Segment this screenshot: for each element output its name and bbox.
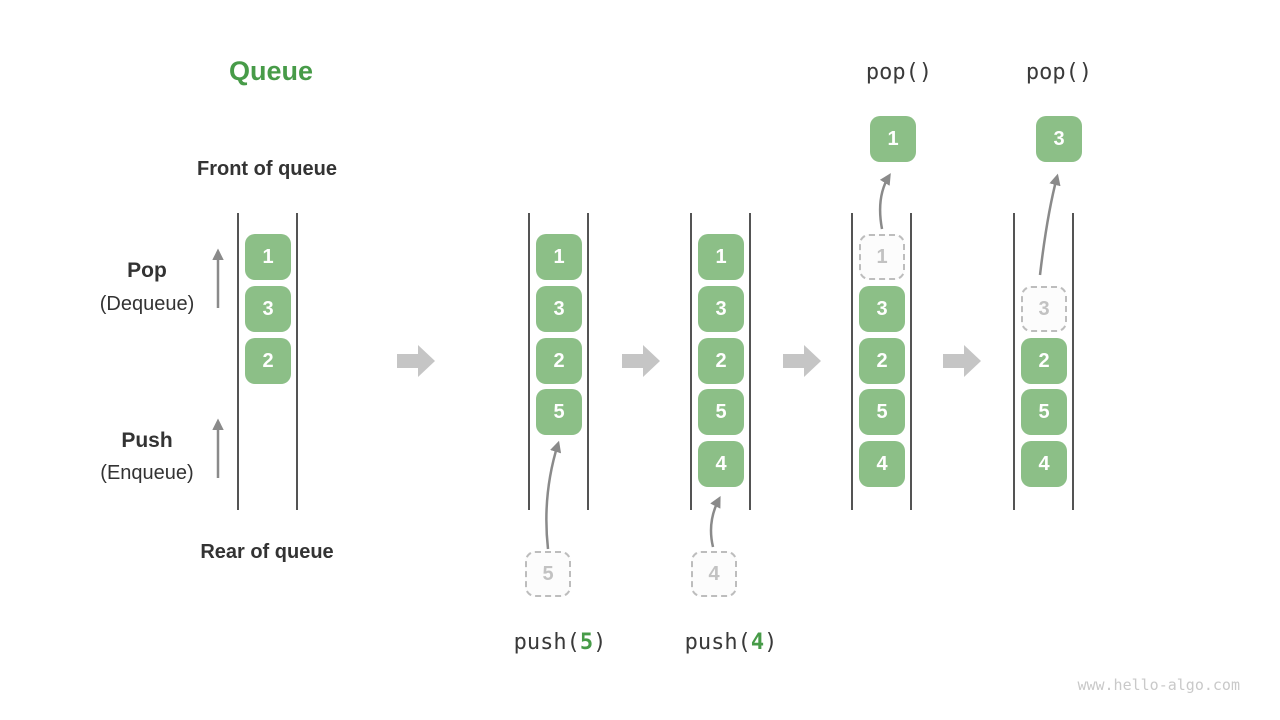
queue-item: 5 xyxy=(698,389,744,435)
op-argument: 5 xyxy=(579,630,594,655)
state-transition-arrow-icon xyxy=(943,345,981,377)
push-4-operation-label: push(4) xyxy=(671,630,791,655)
queue-item: 3 xyxy=(698,286,744,332)
queue-item: 2 xyxy=(698,338,744,384)
queue-item: 2 xyxy=(859,338,905,384)
queue-item: 4 xyxy=(859,441,905,487)
push-label: Push xyxy=(121,429,173,452)
queue-item: 5 xyxy=(536,389,582,435)
state-transition-arrow-icon xyxy=(783,345,821,377)
state-transition-arrow-icon xyxy=(397,345,435,377)
enqueue-label: (Enqueue) xyxy=(100,462,194,484)
queue-column-3: 1 3 2 5 4 xyxy=(690,213,751,510)
pop-operation-label: pop() xyxy=(865,60,933,85)
diagram-title: Queue xyxy=(229,56,314,86)
queue-column-4: 1 3 2 5 4 xyxy=(851,213,912,510)
queue-item-removed: 1 xyxy=(859,234,905,280)
queue-item: 2 xyxy=(245,338,291,384)
queue-item: 5 xyxy=(859,389,905,435)
queue-item: 1 xyxy=(536,234,582,280)
queue-item: 1 xyxy=(245,234,291,280)
queue-item: 2 xyxy=(1021,338,1067,384)
state-transition-arrow-icon xyxy=(622,345,660,377)
front-of-queue-label: Front of queue xyxy=(197,158,337,180)
queue-item: 4 xyxy=(698,441,744,487)
queue-item: 1 xyxy=(698,234,744,280)
op-text: ) xyxy=(764,630,778,655)
popped-item: 3 xyxy=(1036,116,1082,162)
push-5-operation-label: push(5) xyxy=(500,630,620,655)
incoming-item: 5 xyxy=(525,551,571,597)
dequeue-label: (Dequeue) xyxy=(99,293,195,315)
incoming-item: 4 xyxy=(691,551,737,597)
op-text: push( xyxy=(513,630,580,655)
op-argument: 4 xyxy=(750,630,765,655)
queue-item: 3 xyxy=(245,286,291,332)
queue-item-removed: 3 xyxy=(1021,286,1067,332)
queue-item: 2 xyxy=(536,338,582,384)
op-text: ) xyxy=(593,630,607,655)
queue-column-2: 1 3 2 5 xyxy=(528,213,589,510)
queue-column-5: 3 2 5 4 xyxy=(1013,213,1074,510)
popped-item: 1 xyxy=(870,116,916,162)
queue-item: 5 xyxy=(1021,389,1067,435)
queue-item: 3 xyxy=(536,286,582,332)
rear-of-queue-label: Rear of queue xyxy=(200,541,334,563)
op-text: push( xyxy=(684,630,751,655)
watermark: www.hello-algo.com xyxy=(1077,676,1240,694)
queue-column-1: 1 3 2 xyxy=(237,213,298,510)
pop-operation-label: pop() xyxy=(1025,60,1093,85)
pop-label: Pop xyxy=(127,259,167,282)
queue-item: 4 xyxy=(1021,441,1067,487)
queue-item: 3 xyxy=(859,286,905,332)
